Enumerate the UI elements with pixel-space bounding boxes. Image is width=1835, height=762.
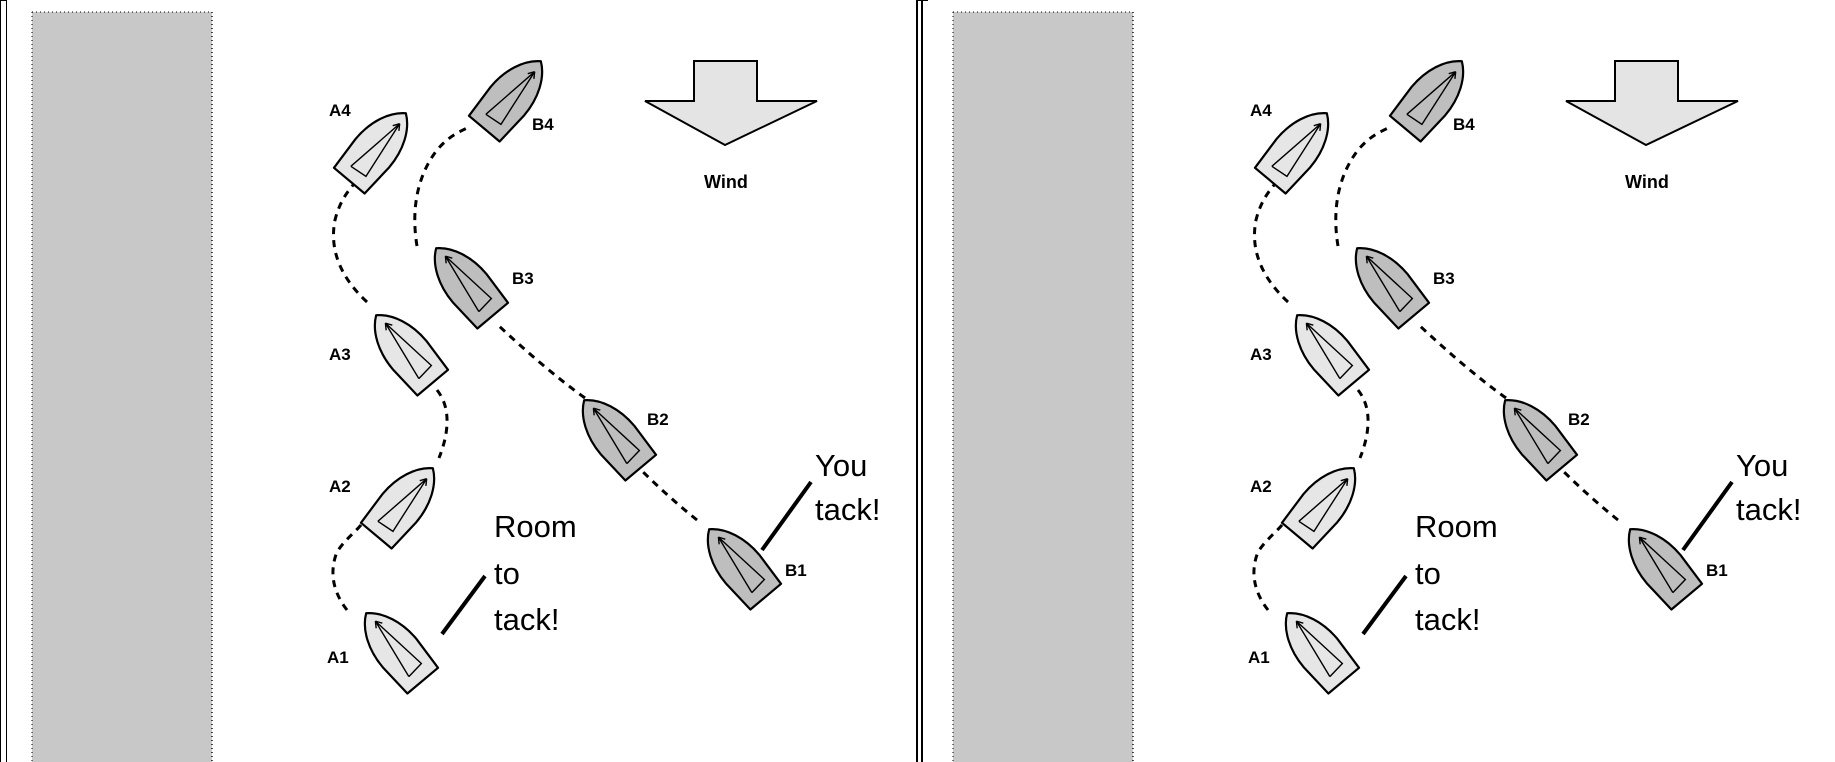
label-A4: A4 xyxy=(329,101,351,120)
callout-room-line1: Room xyxy=(494,509,577,544)
label-B3: B3 xyxy=(512,269,534,288)
panel-divider-a xyxy=(916,0,918,762)
boat-B1 xyxy=(706,528,783,611)
label-A3: A3 xyxy=(329,345,351,364)
track-b1-b2 xyxy=(1556,464,1619,522)
left-border-inner xyxy=(6,0,7,762)
track-a3-a4 xyxy=(1253,179,1290,304)
callout-you-line2: tack! xyxy=(1736,492,1801,527)
label-B1: B1 xyxy=(785,561,807,580)
track-b3-b4 xyxy=(1334,126,1389,247)
track-a1-a2 xyxy=(1252,517,1288,611)
label-A2: A2 xyxy=(329,477,351,496)
callout-you-line2: tack! xyxy=(815,492,880,527)
callout-room-pointer xyxy=(440,574,487,636)
callout-you-pointer xyxy=(760,480,813,552)
track-a2-a3 xyxy=(435,389,449,459)
left-border xyxy=(0,0,1,762)
track-a1-a2 xyxy=(331,517,367,611)
callout-you-pointer xyxy=(1681,480,1734,552)
boat-B2 xyxy=(581,399,658,482)
boat-B4 xyxy=(467,60,544,143)
shore-strip xyxy=(953,12,1133,762)
wind-arrow xyxy=(1565,60,1739,147)
callout-room-line2: to xyxy=(1415,556,1441,591)
wind-label: Wind xyxy=(1625,172,1669,192)
boat-B1 xyxy=(1627,528,1704,611)
boat-B4 xyxy=(1388,60,1465,143)
callout-room-line3: tack! xyxy=(494,602,559,637)
track-a2-a3 xyxy=(1356,389,1370,459)
callout-room-pointer xyxy=(1361,574,1408,636)
boat-A4 xyxy=(332,112,409,195)
boat-A4 xyxy=(1253,112,1330,195)
boat-A3 xyxy=(373,314,450,397)
label-A2: A2 xyxy=(1250,477,1272,496)
track-b3-b4 xyxy=(413,126,468,247)
label-B3: B3 xyxy=(1433,269,1455,288)
boat-B2 xyxy=(1502,399,1579,482)
wind-arrow xyxy=(644,60,818,147)
label-B2: B2 xyxy=(1568,410,1590,429)
track-a3-a4 xyxy=(332,179,369,304)
callout-room-line1: Room xyxy=(1415,509,1498,544)
panel-divider-b xyxy=(921,0,923,762)
label-B4: B4 xyxy=(1453,115,1475,134)
callout-room-line2: to xyxy=(494,556,520,591)
boat-A1 xyxy=(1284,612,1361,695)
track-b1-b2 xyxy=(635,464,698,522)
label-A3: A3 xyxy=(1250,345,1272,364)
callout-you-line1: You xyxy=(815,448,867,483)
callout-you-line1: You xyxy=(1736,448,1788,483)
label-A1: A1 xyxy=(1248,648,1270,667)
label-A1: A1 xyxy=(327,648,349,667)
label-B2: B2 xyxy=(647,410,669,429)
callout-room-line3: tack! xyxy=(1415,602,1480,637)
boat-A2 xyxy=(359,467,436,550)
boat-B3 xyxy=(1354,247,1431,330)
label-A4: A4 xyxy=(1250,101,1272,120)
track-b2-b3 xyxy=(1418,324,1507,400)
label-B1: B1 xyxy=(1706,561,1728,580)
shore-strip xyxy=(32,12,212,762)
boat-B3 xyxy=(433,247,510,330)
boat-A3 xyxy=(1294,314,1371,397)
wind-label: Wind xyxy=(704,172,748,192)
boat-A2 xyxy=(1280,467,1357,550)
label-B4: B4 xyxy=(532,115,554,134)
track-b2-b3 xyxy=(497,324,586,400)
boat-A1 xyxy=(363,612,440,695)
